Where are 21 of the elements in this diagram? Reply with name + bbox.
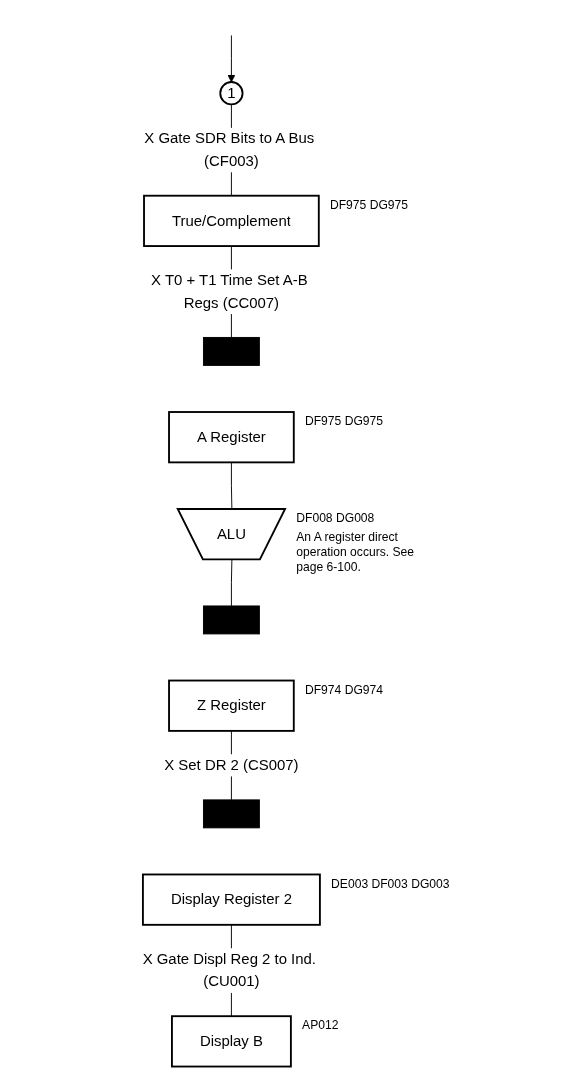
node-box: Display Register 2 xyxy=(142,873,321,926)
node-box: Z Register xyxy=(168,679,295,732)
reference-code: DF975 DG975 xyxy=(330,197,409,212)
edge-label: X Set DR 2 (CS007) xyxy=(164,757,299,773)
edge-label: X Gate SDR Bits to A Bus (CF003) xyxy=(144,130,315,169)
reference-code: DF008 DG008 xyxy=(296,511,375,526)
node-box: Display B xyxy=(171,1015,292,1068)
edge-label: X Gate Displ Reg 2 to Ind. (CU001) xyxy=(142,950,316,990)
node-circle: 1 xyxy=(219,81,244,106)
node-bar xyxy=(202,799,260,829)
node-bar xyxy=(202,336,260,366)
reference-code: DF974 DG974 xyxy=(304,682,384,697)
edge-label: X T0 + T1 Time Set A-B Regs (CC007) xyxy=(151,272,308,311)
reference-code: DE003 DF003 DG003 xyxy=(331,876,450,891)
connector xyxy=(230,559,233,607)
reference-code: DF975 DG975 xyxy=(305,414,384,429)
note-text: An A register direct operation occurs. See page 6-100. xyxy=(296,529,415,574)
node-box: True/Complement xyxy=(143,194,320,247)
reference-code: AP012 xyxy=(302,1018,339,1033)
node-box: A Register xyxy=(168,411,295,464)
node-bar xyxy=(202,605,260,635)
